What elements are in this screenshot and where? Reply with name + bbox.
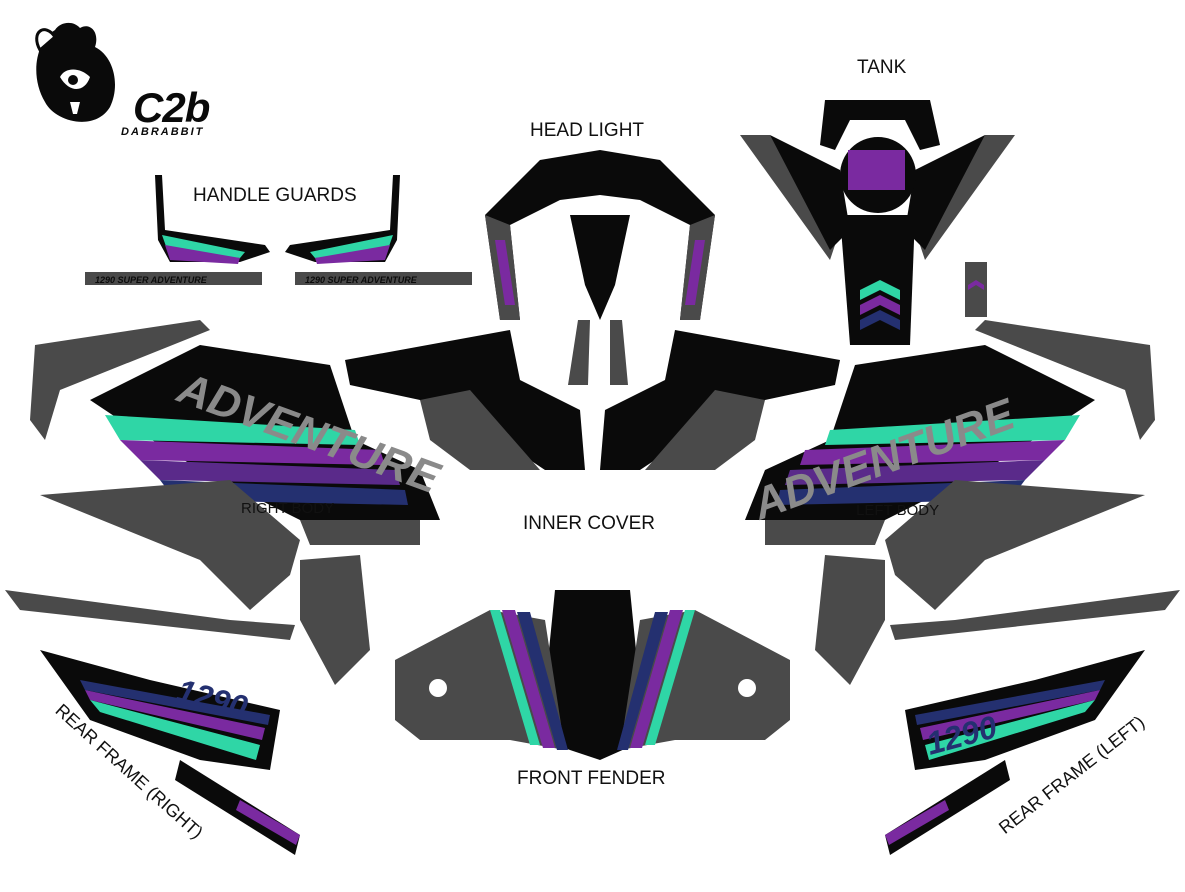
label-handle-guards: HANDLE GUARDS — [193, 185, 357, 206]
head-light-panel — [485, 150, 715, 385]
strip-text-right: 1290 SUPER ADVENTURE — [95, 275, 208, 285]
label-tank: TANK — [857, 57, 907, 78]
label-right-body: RIGHT BODY — [241, 500, 335, 517]
label-inner-cover: INNER COVER — [523, 513, 655, 534]
rabbit-logo-icon — [35, 22, 115, 122]
inner-cover-right — [300, 330, 585, 685]
handle-guard-strip-left: 1290 SUPER ADVENTURE — [295, 272, 472, 285]
rear-frame-right-panel: 1290 — [5, 590, 300, 855]
strip-text-left: 1290 SUPER ADVENTURE — [305, 275, 418, 285]
label-front-fender: FRONT FENDER — [517, 768, 666, 789]
front-fender-panel — [395, 590, 790, 760]
brand-logo: C2b DABRABBIT — [25, 22, 275, 142]
handle-guard-strip-right: 1290 SUPER ADVENTURE — [85, 272, 262, 285]
left-body-panel: ADVENTURE — [745, 320, 1155, 610]
rear-frame-left-panel: 1290 — [885, 590, 1180, 855]
tank-panel — [740, 100, 1015, 345]
inner-cover-left — [600, 330, 885, 685]
handle-guard-right — [155, 175, 270, 264]
handle-guard-left — [285, 175, 400, 264]
label-head-light: HEAD LIGHT — [530, 120, 645, 141]
label-left-body: LEFT BODY — [856, 502, 940, 519]
logo-main-text: C2b — [133, 84, 210, 131]
logo-sub-text: DABRABBIT — [121, 126, 205, 138]
